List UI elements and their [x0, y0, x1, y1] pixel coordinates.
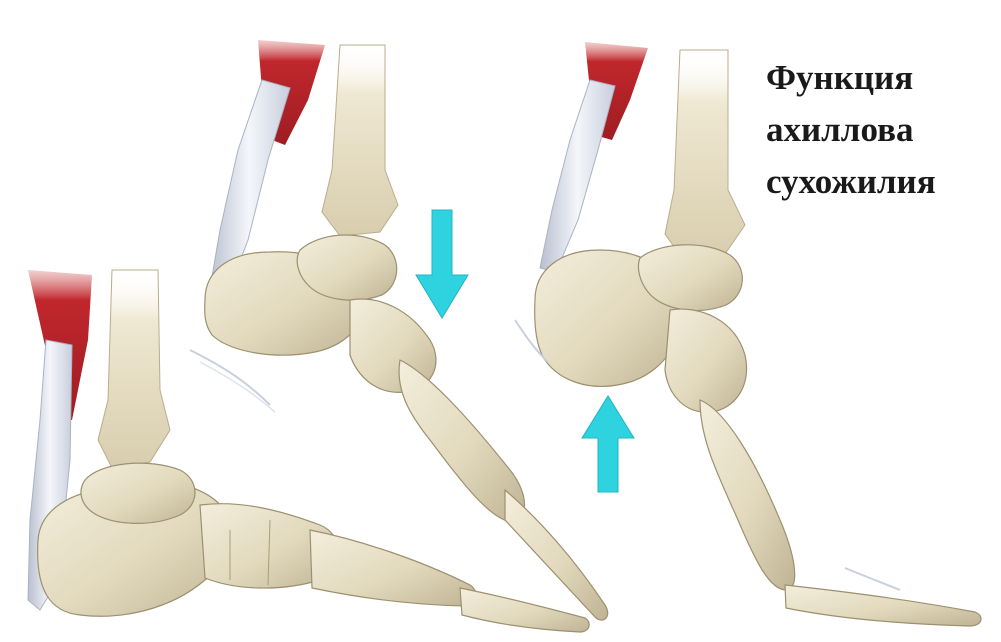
toes-shape	[460, 588, 589, 632]
tibia-shape	[98, 270, 170, 468]
achilles-tendon-shape	[540, 80, 615, 272]
toes-shape	[785, 585, 981, 626]
caption-line-1: Функция	[766, 52, 996, 104]
metatarsals-shape	[310, 530, 476, 606]
figure-caption: Функция ахиллова сухожилия	[766, 52, 996, 208]
caption-line-2: ахиллова	[766, 104, 996, 156]
arrow-down-icon	[416, 210, 468, 318]
midfoot-shape	[665, 309, 747, 412]
metatarsals-shape	[700, 400, 795, 590]
tibia-shape	[322, 45, 398, 236]
arrow-up-icon	[582, 396, 634, 492]
toes-shape	[505, 490, 608, 620]
caption-line-3: сухожилия	[766, 156, 996, 208]
talus-shape	[81, 463, 195, 523]
tibia-shape	[665, 50, 745, 258]
